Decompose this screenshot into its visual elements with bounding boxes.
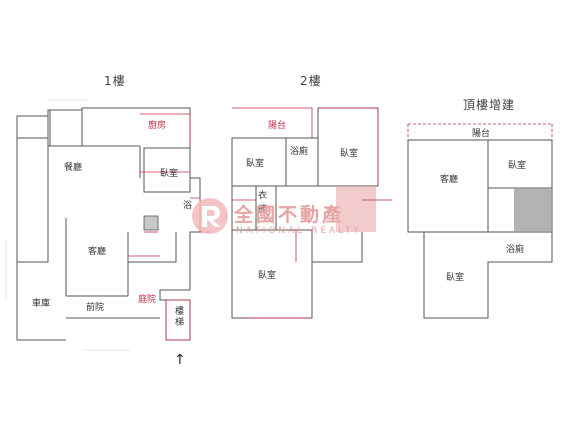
floor1-kitchen-label: 廚房 <box>148 121 167 131</box>
floor2-stair-shaded <box>336 186 376 232</box>
floor1-dimension-lines <box>5 99 130 351</box>
floor2-closet-label: 衣 <box>258 191 268 201</box>
floor1-living-label: 客廳 <box>88 247 107 257</box>
floor3-bath-label: 浴廁 <box>506 245 525 255</box>
floor2-bedroom-c-label: 臥室 <box>258 271 277 281</box>
floor1-title: 1樓 <box>104 74 126 88</box>
floor1-walls <box>16 107 201 341</box>
floor3-bedroom-a-label: 臥室 <box>508 161 527 171</box>
floor3-bedroom-b-label: 臥室 <box>446 273 465 283</box>
floor3-living-label: 客廳 <box>440 175 459 185</box>
floor1-garage-label: 車庫 <box>32 299 51 309</box>
floor2-bedroom-a-label: 臥室 <box>246 159 265 169</box>
floor2-bedroom-b-label: 臥室 <box>340 149 359 159</box>
floor1-dining-label: 餐廳 <box>64 163 83 173</box>
floor3-title: 頂樓增建 <box>463 98 516 112</box>
floor1-front-yard-label: 前院 <box>86 303 105 313</box>
watermark-name: 全國不動產 <box>234 204 345 226</box>
floor2-bath-label: 浴廁 <box>290 147 309 157</box>
floor2-title: 2樓 <box>300 74 322 88</box>
entrance-arrow-icon: ↑ <box>174 352 186 368</box>
floor2-closet2-label: 櫥 <box>258 205 268 215</box>
floor1-stair-block <box>143 215 159 231</box>
floor1-bedroom-label: 臥室 <box>160 169 179 179</box>
floor1-yard-label: 庭院 <box>138 295 157 305</box>
floor2-balcony-label: 陽台 <box>268 121 287 131</box>
floor3-stair-block <box>514 188 552 232</box>
floor2-red-lines <box>232 107 392 319</box>
floor3-balcony-label: 陽台 <box>472 129 491 139</box>
watermark-subtitle: NATIONAL REALTY <box>236 226 363 236</box>
floor1-stairs-label: 樓梯 <box>173 306 183 328</box>
realty-logo-icon <box>192 198 228 234</box>
floor1-bath-label: 浴 <box>181 200 191 211</box>
